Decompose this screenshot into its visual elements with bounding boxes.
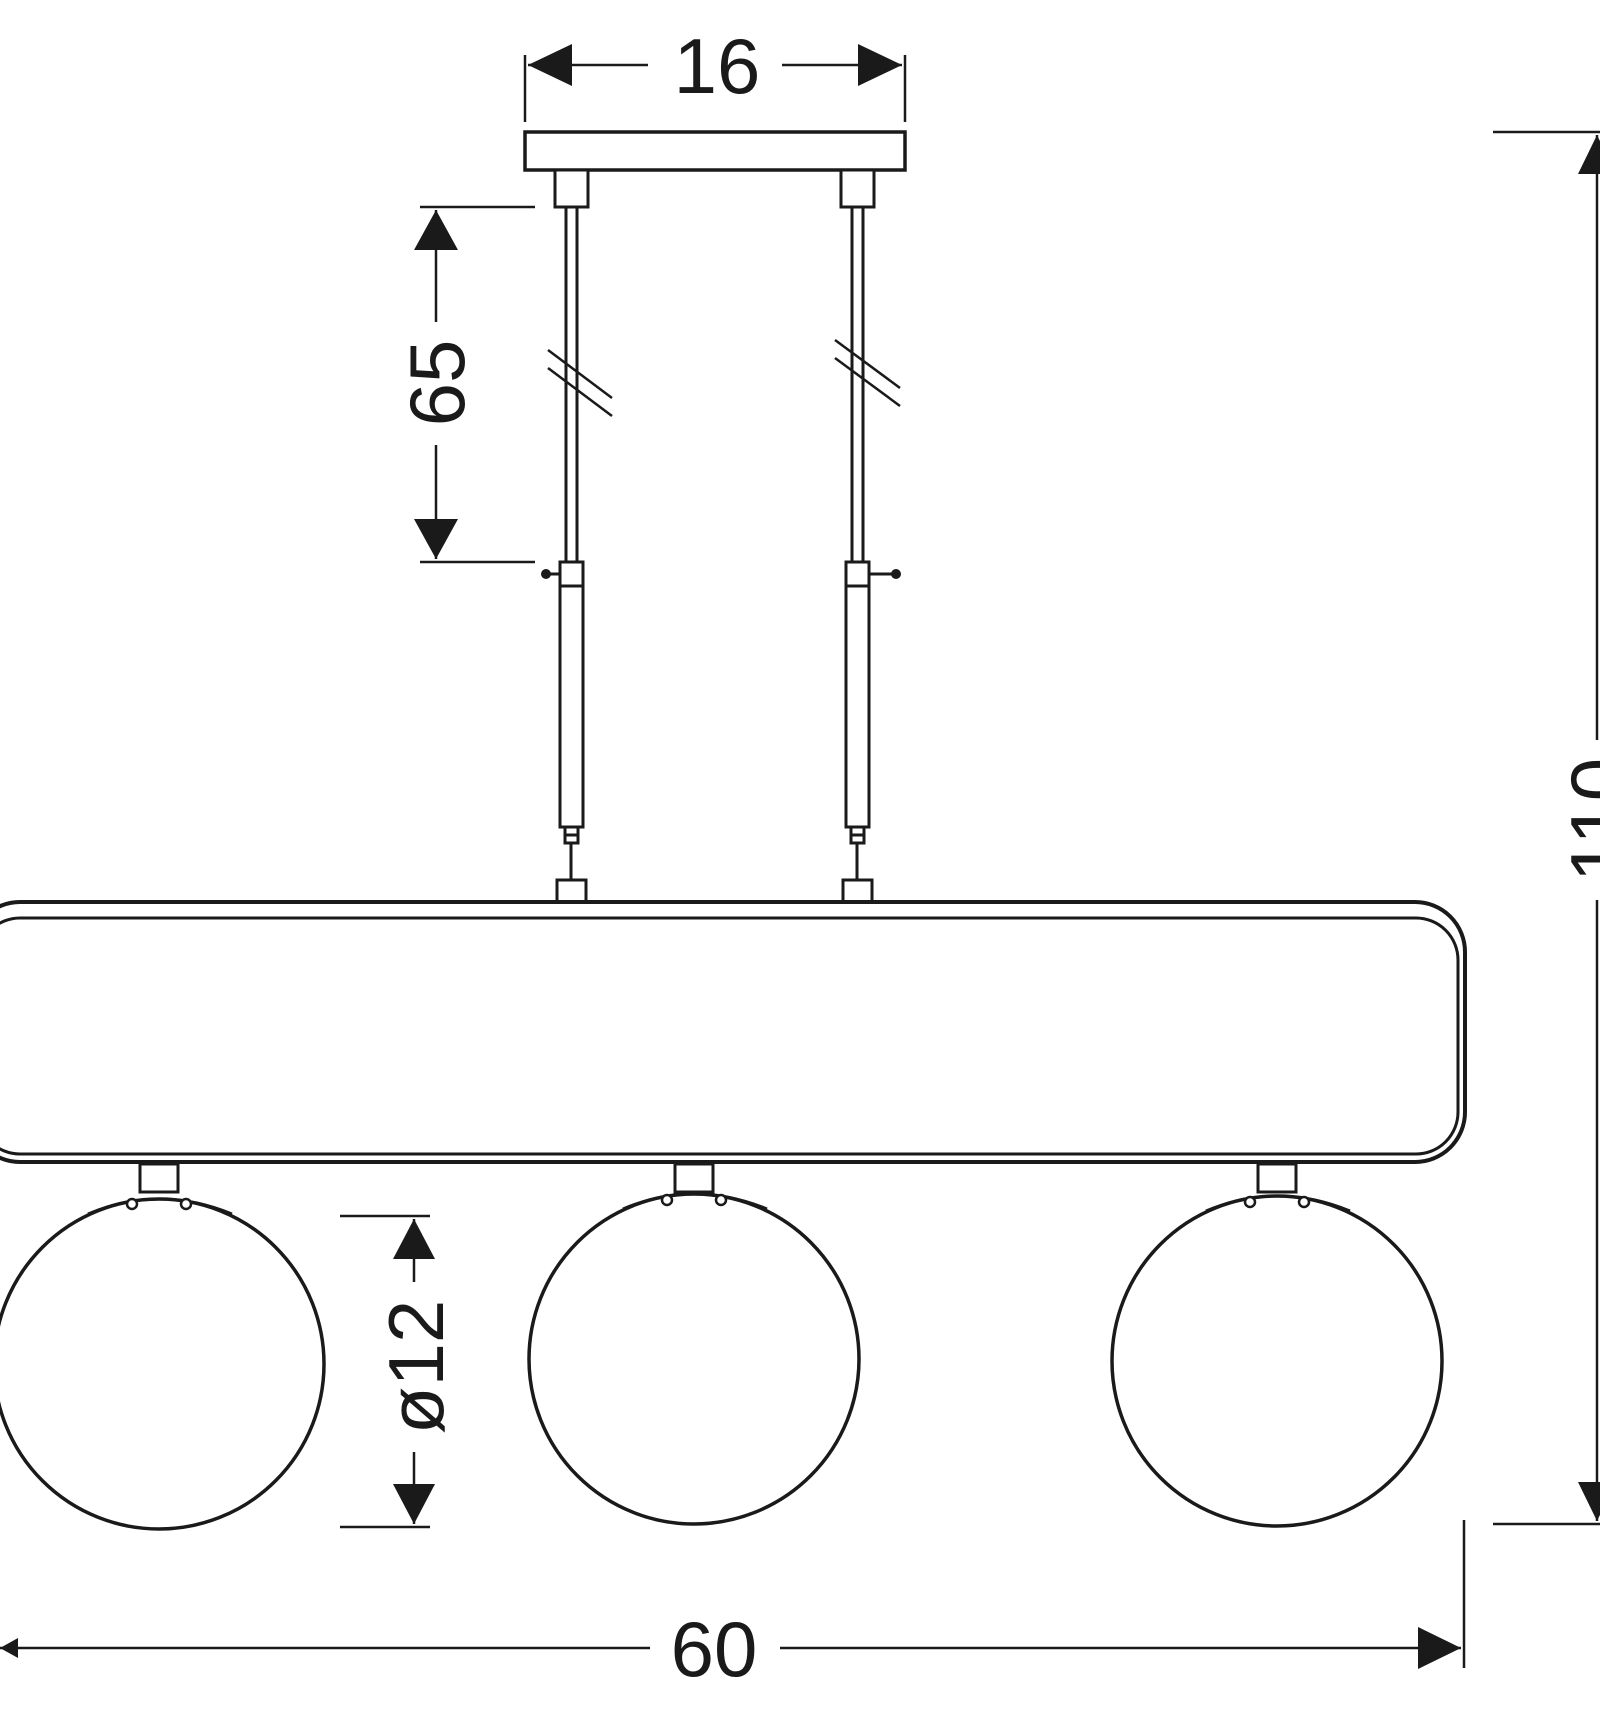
globe-diameter-label: ø12 (372, 1300, 460, 1434)
dimension-overall-width (0, 1520, 1466, 1669)
rod-length-label: 65 (393, 340, 481, 427)
globe-shade-center (527, 1162, 861, 1526)
canopy-width-label: 16 (674, 22, 761, 110)
dimension-canopy-width (523, 44, 907, 122)
suspension-rod-right (839, 168, 901, 904)
globe-shade-left (0, 1162, 326, 1531)
dimension-overall-height (1493, 130, 1600, 1526)
globe-shade-right (1110, 1162, 1444, 1528)
lamp-body-bar (0, 900, 1467, 1164)
overall-height-label: 110 (1554, 758, 1600, 882)
dimension-globe-diameter (340, 1214, 435, 1529)
dimension-rod-length (414, 205, 535, 564)
overall-width-label: 60 (671, 1605, 758, 1693)
rod-break-marks (547, 338, 901, 417)
ceiling-canopy (523, 130, 907, 172)
suspension-rod-left (541, 168, 590, 904)
